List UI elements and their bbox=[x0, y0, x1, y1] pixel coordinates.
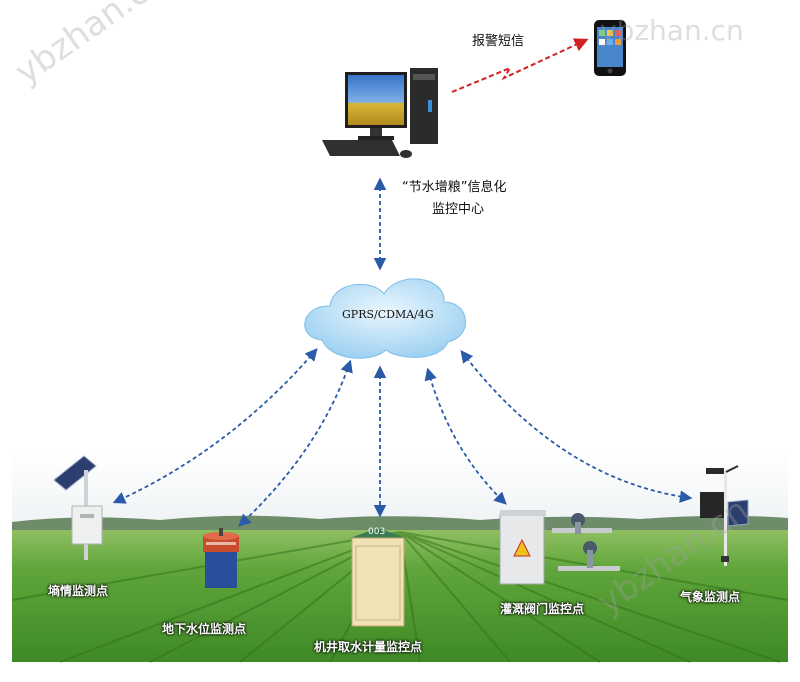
link-soil bbox=[112, 348, 318, 504]
soil-monitor-label: 墒情监测点 bbox=[48, 584, 109, 598]
network-label: GPRS/CDMA/4G bbox=[342, 308, 434, 321]
well-monitor-label: 机井取水计量监控点 bbox=[314, 640, 423, 654]
alert-sms-label: 报警短信 bbox=[472, 34, 525, 49]
groundwater-monitor-label: 地下水位监测点 bbox=[162, 622, 247, 636]
link-valve bbox=[424, 367, 507, 505]
well-cabinet-number: 003 bbox=[368, 527, 386, 537]
weather-monitor-label: 气象监测点 bbox=[680, 590, 741, 604]
link-groundwater bbox=[238, 359, 353, 527]
control-center-subtitle: 监控中心 bbox=[432, 202, 485, 217]
control-center-title: “节水增粮”信息化 bbox=[402, 180, 507, 195]
watermark: ybzhan.cn bbox=[600, 14, 744, 47]
valve-monitor-label: 灌溉阀门监控点 bbox=[500, 602, 585, 616]
